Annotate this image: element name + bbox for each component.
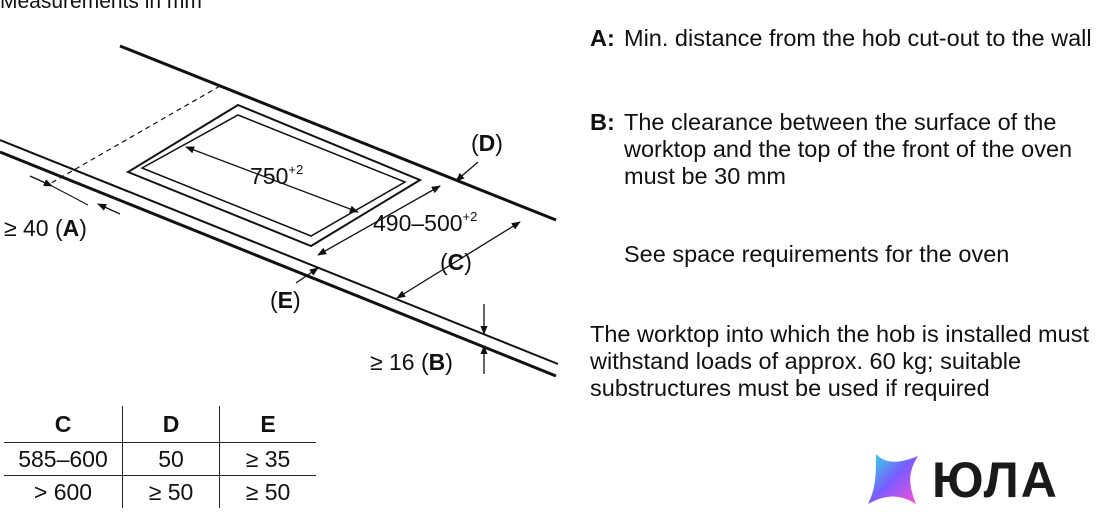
table-header-d: D [122,406,220,443]
e-label: (E) [270,287,301,313]
depth-dimension-arrow [317,185,441,256]
a-dimension-arrow-left [29,175,53,187]
depth-label: 490–500+2 [373,209,477,236]
yula-logo: ЮЛА [862,450,1098,508]
note-a-text: Min. distance from the hob cut-out to th… [624,25,1092,51]
table-row: > 600 ≥ 50 ≥ 50 [4,475,316,508]
table-cell: ≥ 35 [219,442,316,476]
measurements-caption: Measurements in mm [0,0,202,13]
worktop-back-edge [119,44,557,222]
yula-star-icon [868,454,918,504]
a-extension-line [51,185,89,206]
worktop-front-edge-top [0,139,559,365]
hob-installation-diagram: 750+2 490–500+2 (D) (C) (E) ≥ 40 (A) ≥ 1… [0,44,559,378]
c-dimension-arrow [396,221,521,299]
c-label: (C) [440,249,472,275]
b-label: ≥ 16 (B) [370,349,453,375]
table-row: 585–600 50 ≥ 35 [4,442,316,476]
note-b-key: B: [590,109,615,135]
table-cell: 585–600 [4,442,123,476]
table-cell: ≥ 50 [122,475,220,508]
note-a: A: Min. distance from the hob cut-out to… [590,25,1095,52]
table-cell: > 600 [4,475,123,508]
note-a-key: A: [590,25,615,51]
width-label: 750+2 [250,162,303,189]
d-label: (D) [471,130,503,156]
table-cell: 50 [122,442,220,476]
note-worktop-load: The worktop into which the hob is instal… [590,321,1089,401]
table-header-c: C [4,406,123,443]
note-b-text: The clearance between the surface of the… [624,109,1073,189]
d-dimension-arrow [455,161,479,182]
yula-wordmark: ЮЛА [932,452,1059,508]
hob-cutout-outer [125,103,423,248]
dimensions-table: C D E 585–600 50 ≥ 35 > 600 ≥ 50 ≥ 50 [4,406,316,508]
wall-projection-line [45,85,221,187]
note-oven-space: See space requirements for the oven [624,241,1010,267]
worktop-front-edge-bottom [0,150,557,378]
table-header-e: E [219,406,316,443]
a-dimension-arrow-right [97,203,121,215]
e-dimension-arrow [295,267,319,284]
note-b: B: The clearance between the surface of … [590,109,1095,190]
table-cell: ≥ 50 [245,479,291,505]
table-header-row: C D E [4,406,316,443]
a-label: ≥ 40 (A) [4,215,87,241]
